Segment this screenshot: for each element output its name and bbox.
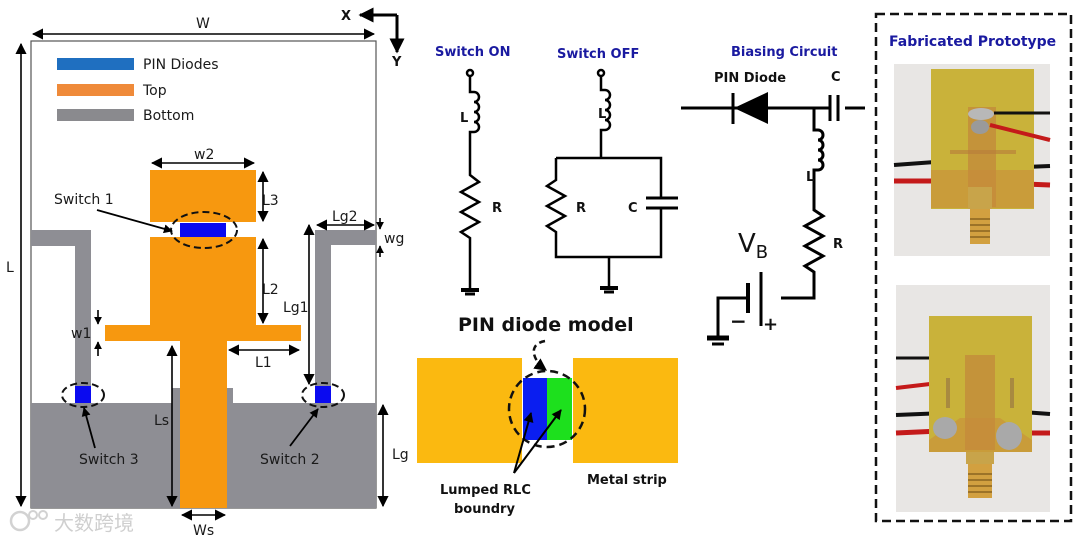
switch3-diode <box>75 386 91 403</box>
diode-symbol <box>734 92 768 124</box>
switch3-label: Switch 3 <box>79 452 139 468</box>
switch-off-C-label: C <box>628 201 638 216</box>
lumped-rlc-label-1: Lumped RLC <box>440 483 531 498</box>
watermark-text: 大数跨境 <box>54 511 134 535</box>
diode-model-title: PIN diode model <box>458 314 634 336</box>
dimension-lines <box>15 28 389 521</box>
rlc-dashed-ring <box>507 369 587 449</box>
dim-L1: L1 <box>255 355 272 371</box>
metal-strip-left <box>417 358 522 463</box>
pin-diode-model: PIN diode model Lumped RLC boundry Metal… <box>417 314 678 517</box>
dim-L2: L2 <box>262 282 279 298</box>
dim-wg: wg <box>384 231 404 247</box>
switch2-label: Switch 2 <box>260 452 320 468</box>
legend-label-bottom: Bottom <box>143 108 194 124</box>
left-ground-stub <box>31 230 91 386</box>
biasing-circuit: Biasing Circuit PIN Diode C L R VB − + <box>681 45 865 346</box>
dim-Lg: Lg <box>392 447 409 463</box>
switch-on-title: Switch ON <box>435 45 510 60</box>
top-patch-upper <box>150 170 256 222</box>
switch-off-title: Switch OFF <box>557 47 639 62</box>
legend-label-pin: PIN Diodes <box>143 57 219 73</box>
biasing-plus: + <box>763 314 778 335</box>
biasing-VB-label: VB <box>738 229 768 263</box>
prototype-photo-top <box>893 64 1051 256</box>
switch-on-circuit: Switch ON L R <box>435 45 510 296</box>
switch-off-R-label: R <box>576 201 586 216</box>
switch-off-L-label: L <box>598 107 606 122</box>
right-ground-stub <box>315 230 376 386</box>
dim-Ls: Ls <box>154 413 169 429</box>
switch2-diode <box>315 386 331 403</box>
dim-L: L <box>6 260 14 276</box>
dim-Lg2: Lg2 <box>332 209 358 225</box>
axis-indicator: X Y <box>341 7 405 70</box>
legend-label-top: Top <box>142 83 167 99</box>
top-patch-main <box>105 237 301 508</box>
legend-swatch-top <box>57 84 134 96</box>
dim-Ws: Ws <box>193 523 214 539</box>
switch2-ring <box>301 382 345 408</box>
biasing-title: Biasing Circuit <box>731 45 837 60</box>
dim-L3: L3 <box>262 193 279 209</box>
prototype-panel: Fabricated Prototype <box>874 12 1073 523</box>
legend: PIN Diodes Top Bottom <box>57 57 219 124</box>
switch3-ring <box>61 382 105 408</box>
legend-swatch-bottom <box>57 109 134 121</box>
biasing-L-label: L <box>806 170 814 185</box>
dim-W: W <box>196 16 210 32</box>
switch-off-circuit: Switch OFF L R C <box>544 47 678 294</box>
axis-x-label: X <box>341 9 351 24</box>
prototype-title: Fabricated Prototype <box>889 34 1056 50</box>
switch1-diode <box>180 223 226 237</box>
prototype-dashed-frame <box>874 12 1073 523</box>
biasing-C-label: C <box>831 70 841 85</box>
biasing-diode-label: PIN Diode <box>714 71 786 86</box>
dim-w1: w1 <box>71 326 91 342</box>
lumped-rlc-label-2: boundry <box>454 502 515 517</box>
dim-w2: w2 <box>194 147 214 163</box>
switch1-label: Switch 1 <box>54 192 114 208</box>
switch-on-L-label: L <box>460 111 468 126</box>
biasing-R-label: R <box>833 237 843 252</box>
metal-strip-label: Metal strip <box>587 473 667 488</box>
switch-on-R-label: R <box>492 201 502 216</box>
metal-strip-right <box>573 358 678 463</box>
biasing-minus: − <box>730 309 747 333</box>
rlc-green-half <box>547 378 572 440</box>
axis-y-label: Y <box>391 55 402 70</box>
dim-Lg1: Lg1 <box>283 300 309 316</box>
watermark: 大数跨境 <box>9 510 134 535</box>
prototype-photo-bottom <box>895 285 1051 512</box>
antenna-layout: X Y PIN Diodes Top Bottom Switch 1 <box>6 7 409 539</box>
legend-swatch-pin <box>57 58 134 70</box>
